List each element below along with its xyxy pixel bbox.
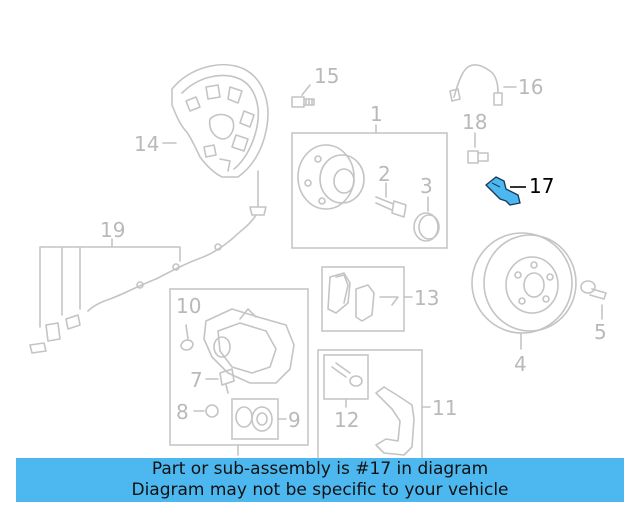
callout-18: 18: [462, 110, 487, 134]
part-19-abs-sensor: [29, 170, 267, 354]
part-5-screw: [580, 280, 607, 300]
callout-15: 15: [314, 64, 339, 88]
part-2-bolt: [375, 196, 407, 218]
group-box-9: [231, 398, 279, 440]
callout-10: 10: [176, 294, 201, 318]
callout-17: 17: [529, 174, 554, 198]
banner-line-2: Diagram may not be specific to your vehi…: [131, 480, 509, 500]
part-3-cap: [413, 212, 440, 242]
callout-4: 4: [514, 352, 527, 376]
callout-3: 3: [420, 174, 433, 198]
info-banner: Part or sub-assembly is #17 in diagram D…: [16, 458, 624, 502]
part-10-spring: [180, 324, 194, 351]
callout-2: 2: [378, 162, 391, 186]
part-4-rotor: [471, 232, 577, 334]
part-11-bracket: [375, 386, 415, 456]
callout-1: 1: [370, 102, 383, 126]
callout-19: 19: [100, 218, 125, 242]
group-box-6: [169, 288, 309, 446]
part-7-bleeder: [219, 368, 235, 394]
group-box-13: [321, 266, 405, 332]
part-14-splash-shield: [171, 63, 269, 178]
part-6-caliper: [203, 308, 295, 384]
group-box-11: [317, 349, 423, 464]
part-16-brake-hose: [449, 64, 503, 106]
group-box-1: [291, 132, 448, 249]
part-18-bolt: [467, 150, 489, 164]
callout-12: 12: [334, 408, 359, 432]
part-12-guide-pins: [331, 362, 363, 387]
callout-9: 9: [288, 408, 301, 432]
callout-16: 16: [518, 75, 543, 99]
callout-8: 8: [176, 400, 189, 424]
part-15-bolt: [291, 96, 315, 108]
callout-7: 7: [190, 368, 203, 392]
part-8-plug: [205, 404, 219, 418]
banner-line-1: Part or sub-assembly is #17 in diagram: [151, 459, 489, 479]
callout-5: 5: [594, 320, 607, 344]
part-9-seal-kit: [235, 406, 273, 432]
part-1-hub: [297, 144, 365, 210]
part-13-brake-pads: [327, 272, 399, 322]
callout-14: 14: [134, 132, 159, 156]
callout-13: 13: [414, 286, 439, 310]
callout-11: 11: [432, 396, 457, 420]
part-17-bracket-highlighted: [485, 176, 521, 206]
